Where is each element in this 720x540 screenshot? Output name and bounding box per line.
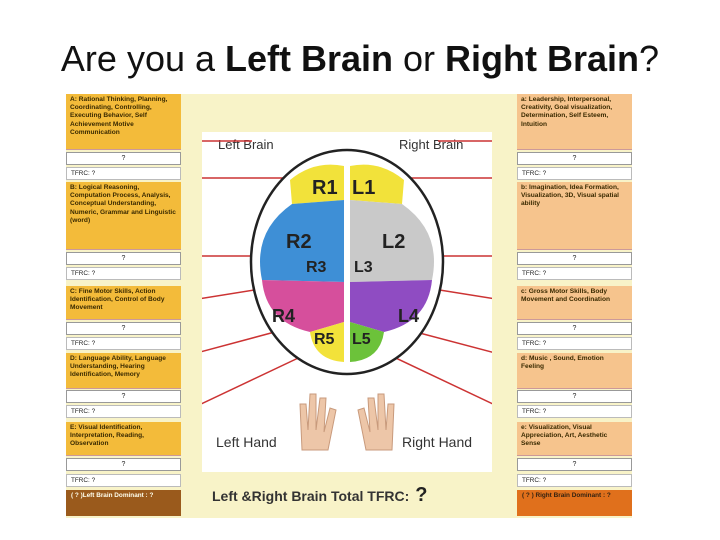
total-tfrc-label: Left &Right Brain Total TFRC: [212, 488, 410, 504]
total-tfrc-value[interactable]: ? [415, 484, 428, 506]
hands-icon [299, 393, 395, 451]
right-column: a: Leadership, Interpersonal, Creativity… [517, 94, 632, 518]
brain-regions [260, 164, 434, 362]
right-desc-b: b: Imagination, Idea Formation, Visualiz… [517, 182, 632, 250]
left-desc-a: A: Rational Thinking, Planning, Coordina… [66, 94, 181, 150]
left-desc-d: D: Language Ability, Language Understand… [66, 353, 181, 389]
region-l2-shape [350, 200, 434, 282]
right-answer-b[interactable]: ? [517, 252, 632, 265]
left-tfrc-e: TFRC: ? [66, 474, 181, 487]
left-answer-e[interactable]: ? [66, 458, 181, 471]
right-tfrc-c: TFRC: ? [517, 337, 632, 350]
right-desc-e: e: Visualization, Visual Appreciation, A… [517, 422, 632, 456]
region-l4-shape [350, 280, 432, 332]
right-tfrc-e: TFRC: ? [517, 474, 632, 487]
region-r3-label: R3 [306, 259, 327, 276]
right-answer-a[interactable]: ? [517, 152, 632, 165]
region-l5-label: L5 [352, 331, 371, 348]
region-l1-label: L1 [352, 177, 375, 199]
region-r2-shape [260, 200, 344, 282]
title-right-brain: Right Brain [445, 38, 640, 79]
region-l2-label: L2 [382, 231, 405, 253]
left-answer-a[interactable]: ? [66, 152, 181, 165]
region-l3-label: L3 [354, 259, 373, 276]
left-desc-c: C: Fine Motor Skills, Action Identificat… [66, 286, 181, 320]
left-tfrc-d: TFRC: ? [66, 405, 181, 418]
region-l1-shape [350, 164, 404, 204]
right-desc-d: d: Music , Sound, Emotion Feeling [517, 353, 632, 389]
region-r1-label: R1 [312, 177, 338, 199]
right-tfrc-a: TFRC: ? [517, 167, 632, 180]
region-r1-shape [290, 164, 344, 204]
left-hand-label: Left Hand [216, 434, 277, 450]
right-answer-d[interactable]: ? [517, 390, 632, 403]
title-question-mark: ? [639, 38, 660, 79]
right-tfrc-b: TFRC: ? [517, 267, 632, 280]
right-desc-a: a: Leadership, Interpersonal, Creativity… [517, 94, 632, 150]
title-prefix: Are you a [60, 38, 226, 79]
total-tfrc: Left &Right Brain Total TFRC:? [212, 484, 512, 507]
region-l4-label: L4 [398, 306, 419, 326]
left-dominant-box: ( ? )Left Brain Dominant : ? [66, 490, 181, 516]
slide-title: Are you a Left Brain or Right Brain? [0, 38, 720, 80]
left-column: A: Rational Thinking, Planning, Coordina… [66, 94, 181, 518]
right-hand-label: Right Hand [402, 434, 472, 450]
left-answer-b[interactable]: ? [66, 252, 181, 265]
left-tfrc-a: TFRC: ? [66, 167, 181, 180]
title-left-brain: Left Brain [225, 38, 394, 79]
brain-diagram: Left Brain Right Brain [202, 132, 492, 472]
left-desc-e: E: Visual Identification, Interpretation… [66, 422, 181, 456]
left-tfrc-c: TFRC: ? [66, 337, 181, 350]
left-brain-label: Left Brain [218, 137, 274, 152]
left-answer-c[interactable]: ? [66, 322, 181, 335]
right-answer-c[interactable]: ? [517, 322, 632, 335]
left-tfrc-b: TFRC: ? [66, 267, 181, 280]
right-dominant-box: ( ? ) Right Brain Dominant : ? [517, 490, 632, 516]
right-answer-e[interactable]: ? [517, 458, 632, 471]
region-l5-shape [350, 322, 384, 362]
title-or: or [393, 38, 446, 79]
right-tfrc-d: TFRC: ? [517, 405, 632, 418]
right-desc-c: c: Gross Motor Skills, Body Movement and… [517, 286, 632, 320]
right-brain-label: Right Brain [399, 137, 463, 152]
region-r5-label: R5 [314, 331, 335, 348]
left-desc-b: B: Logical Reasoning, Computation Proces… [66, 182, 181, 250]
region-r5-shape [310, 322, 344, 362]
region-r2-label: R2 [286, 231, 312, 253]
region-r4-shape [262, 280, 344, 332]
brain-chart-board: A: Rational Thinking, Planning, Coordina… [66, 94, 632, 518]
region-r4-label: R4 [272, 306, 295, 326]
left-answer-d[interactable]: ? [66, 390, 181, 403]
